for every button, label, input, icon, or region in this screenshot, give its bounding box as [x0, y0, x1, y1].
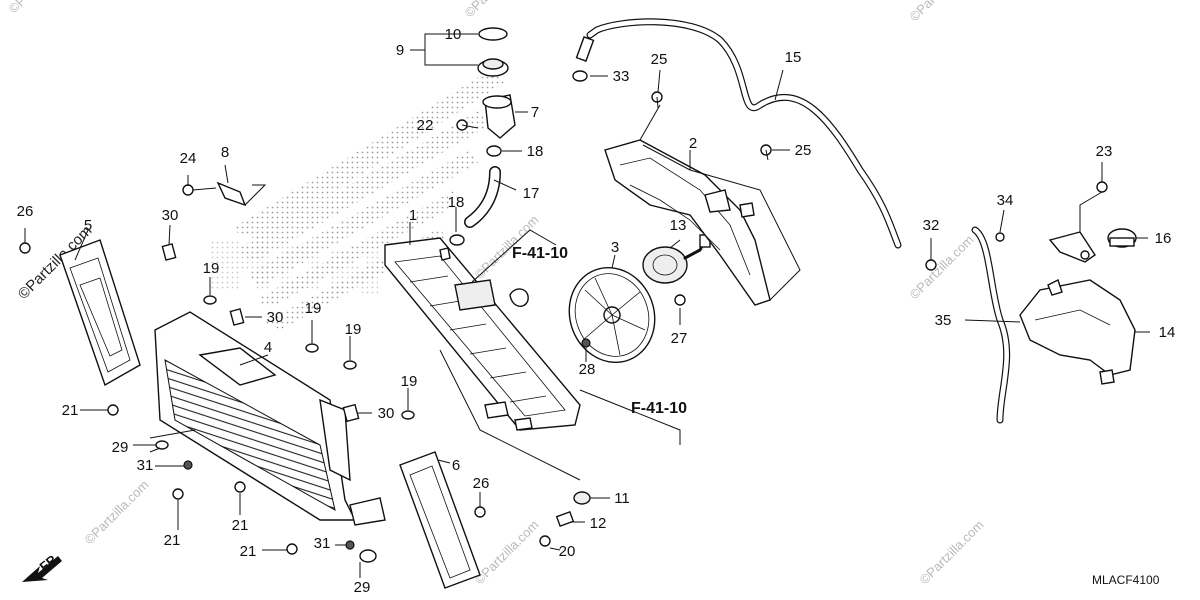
callout-8[interactable]: 8 — [221, 144, 229, 161]
callout-14[interactable]: 14 — [1159, 324, 1176, 341]
callout-26[interactable]: 26 — [473, 475, 490, 492]
front-arrow-icon — [22, 556, 62, 582]
watermark-bottom-right: ©Partzilla.com — [917, 517, 987, 587]
part-3-fan — [568, 266, 656, 364]
callout-23[interactable]: 23 — [1096, 143, 1113, 160]
callout-1[interactable]: 1 — [409, 207, 417, 224]
callout-25[interactable]: 25 — [795, 142, 812, 159]
callout-31[interactable]: 31 — [137, 457, 154, 474]
part-4-radiator-grille — [154, 311, 386, 526]
callout-21[interactable]: 21 — [164, 532, 181, 549]
callout-18[interactable]: 18 — [527, 143, 544, 160]
fasteners — [19, 70, 1108, 563]
section-ref-lower[interactable]: F-41-10 — [631, 400, 687, 417]
callout-25[interactable]: 25 — [651, 51, 668, 68]
watermark-right: ©Partzilla.com — [907, 232, 977, 302]
callout-17[interactable]: 17 — [523, 185, 540, 202]
leader-lines — [24, 33, 1150, 578]
callout-16[interactable]: 16 — [1155, 230, 1172, 247]
part-7-filler-neck — [482, 94, 516, 139]
callout-21[interactable]: 21 — [232, 517, 249, 534]
callout-31[interactable]: 31 — [314, 535, 331, 552]
callout-30[interactable]: 30 — [378, 405, 395, 422]
callout-2[interactable]: 2 — [689, 135, 697, 152]
callout-35[interactable]: 35 — [935, 312, 952, 329]
part-13-fan-motor — [642, 234, 711, 284]
callout-28[interactable]: 28 — [579, 361, 596, 378]
callout-21[interactable]: 21 — [240, 543, 257, 560]
callout-19[interactable]: 19 — [203, 260, 220, 277]
callout-29[interactable]: 29 — [112, 439, 129, 456]
watermark-bottom-mid: ©Partzilla.com — [472, 517, 542, 587]
callout-27[interactable]: 27 — [671, 330, 688, 347]
part-15-hose — [575, 18, 902, 249]
callout-22[interactable]: 22 — [417, 117, 434, 134]
watermark-top-left: ©Partzilla.com — [6, 0, 76, 16]
callout-6[interactable]: 6 — [452, 457, 460, 474]
part-6-right-shroud — [399, 451, 481, 589]
part-1-radiator — [384, 237, 581, 431]
part-14-reserve-tank — [1019, 279, 1136, 385]
callout-30[interactable]: 30 — [162, 207, 179, 224]
section-ref-upper[interactable]: F-41-10 — [512, 245, 568, 262]
part-35-hose — [971, 226, 1011, 424]
callout-15[interactable]: 15 — [785, 49, 802, 66]
callout-12[interactable]: 12 — [590, 515, 607, 532]
callout-5[interactable]: 5 — [84, 217, 92, 234]
callout-34[interactable]: 34 — [997, 192, 1014, 209]
callout-33[interactable]: 33 — [613, 68, 630, 85]
callout-21[interactable]: 21 — [62, 402, 79, 419]
callout-30[interactable]: 30 — [267, 309, 284, 326]
callout-3[interactable]: 3 — [611, 239, 619, 256]
part-17-hose — [464, 166, 501, 228]
callout-26[interactable]: 26 — [17, 203, 34, 220]
callout-19[interactable]: 19 — [305, 300, 322, 317]
callout-29[interactable]: 29 — [354, 579, 371, 596]
part-16-reserve-cap — [1107, 228, 1137, 248]
callout-18[interactable]: 18 — [448, 194, 465, 211]
part-5-left-shroud — [59, 239, 141, 387]
diagram-code: MLACF4100 — [1092, 573, 1160, 587]
callout-20[interactable]: 20 — [559, 543, 576, 560]
callout-19[interactable]: 19 — [401, 373, 418, 390]
front-label: FR. — [37, 550, 63, 575]
watermark-top-mid: ©Partzilla.com — [462, 0, 532, 20]
callout-11[interactable]: 11 — [614, 490, 630, 507]
watermark-bottom-left: ©Partzilla.com — [82, 477, 152, 547]
callout-32[interactable]: 32 — [923, 217, 940, 234]
watermark-top-right: ©Partzilla.com — [907, 0, 977, 24]
part-34-bracket — [1048, 231, 1096, 263]
part-9-cap — [477, 58, 509, 77]
part-2-fan-shroud — [604, 139, 771, 306]
front-direction-indicator: FR. — [22, 550, 62, 582]
callout-7[interactable]: 7 — [531, 104, 539, 121]
callout-10[interactable]: 10 — [445, 26, 462, 43]
callout-4[interactable]: 4 — [264, 339, 272, 356]
callout-24[interactable]: 24 — [180, 150, 197, 167]
callout-19[interactable]: 19 — [345, 321, 362, 338]
callout-9[interactable]: 9 — [396, 42, 404, 59]
part-10-o-ring — [478, 27, 508, 41]
watermarks: ©Partzilla.com ©Partzilla.com ©Partzilla… — [6, 0, 987, 587]
callout-13[interactable]: 13 — [670, 217, 687, 234]
